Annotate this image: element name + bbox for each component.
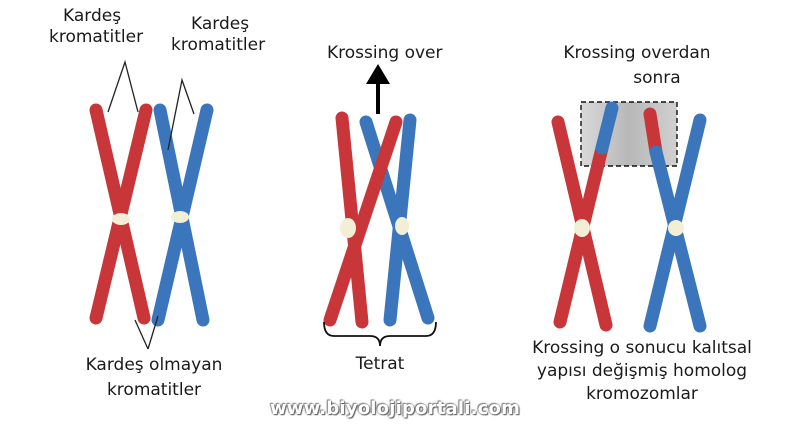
tetrad-group (324, 64, 436, 346)
centromere (668, 220, 684, 236)
tetrad-bracket (324, 322, 436, 346)
label-line: yapısı değişmiş homolog (522, 361, 762, 382)
label-line: Tetrat (330, 354, 430, 375)
blue-chromosome-left (158, 110, 207, 320)
centromere (395, 217, 409, 235)
red-chromosome-left (96, 110, 146, 318)
after-crossing-group (558, 102, 700, 326)
label-line: Kardeş (171, 14, 265, 35)
label-line: Kardeş olmayan (56, 355, 252, 376)
blue-chromosome-middle (366, 120, 428, 320)
label-line: kromatitler (49, 27, 143, 48)
watermark: www.biyolojiportali.com (0, 398, 790, 419)
centromere (340, 218, 356, 238)
up-arrow-head-icon (366, 64, 390, 84)
crossing-over-label: Krossing over (327, 43, 442, 64)
label-line: Krossing o sonucu kalıtsal (522, 338, 762, 359)
centromere (574, 219, 590, 237)
non-sister-chromatids-label: Kardeş olmayan kromatitler (56, 355, 252, 401)
label-line: sonra (542, 68, 732, 89)
label-line: Krossing over (327, 43, 442, 64)
after-crossing-label: Krossing overdan sonra (542, 43, 732, 89)
tetrad-label: Tetrat (330, 354, 430, 375)
label-line: Kardeş (49, 6, 143, 27)
sister-chromatids-left-label: Kardeş kromatitler (49, 6, 143, 48)
centromere (112, 213, 130, 225)
centromere (171, 211, 189, 223)
red-chromosome-middle (330, 118, 396, 322)
pointer-line (135, 320, 148, 349)
left-chromosome-pair (96, 62, 207, 349)
result-chromosomes-label: Krossing o sonucu kalıtsal yapısı değişm… (522, 338, 762, 405)
label-line: kromatitler (171, 35, 265, 56)
pointer-line (108, 62, 138, 112)
sister-chromatids-right-label: Kardeş kromatitler (171, 14, 265, 56)
label-line: Krossing overdan (542, 43, 732, 64)
